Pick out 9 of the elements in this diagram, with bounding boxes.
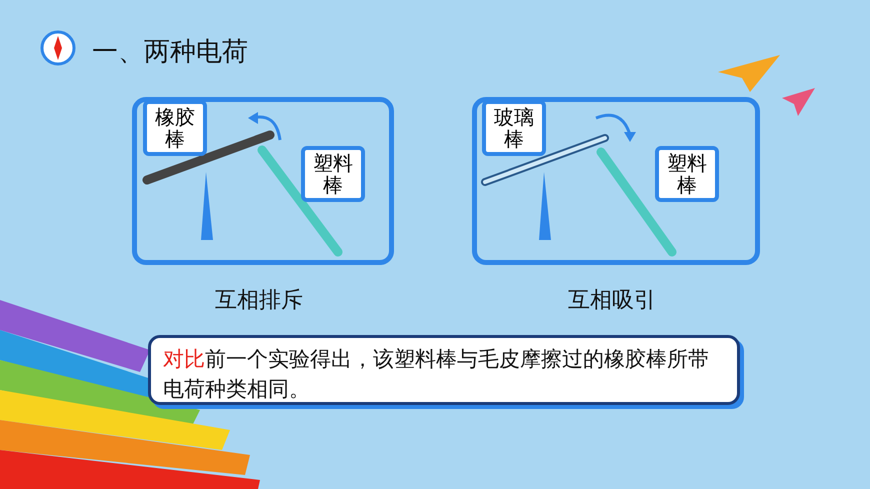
speech-bubble-label: 塑料棒 [655, 146, 719, 202]
panel-caption: 互相排斥 [215, 287, 303, 315]
experiment-panel [472, 97, 760, 265]
speech-bubble-label: 橡胶棒 [143, 100, 207, 156]
panel-caption: 互相吸引 [568, 287, 656, 315]
speech-bubble-label: 玻璃棒 [482, 100, 546, 156]
speech-bubble-label: 塑料棒 [301, 146, 365, 202]
slide-title: 一、两种电荷 [92, 36, 248, 69]
experiment-panel [132, 97, 394, 265]
